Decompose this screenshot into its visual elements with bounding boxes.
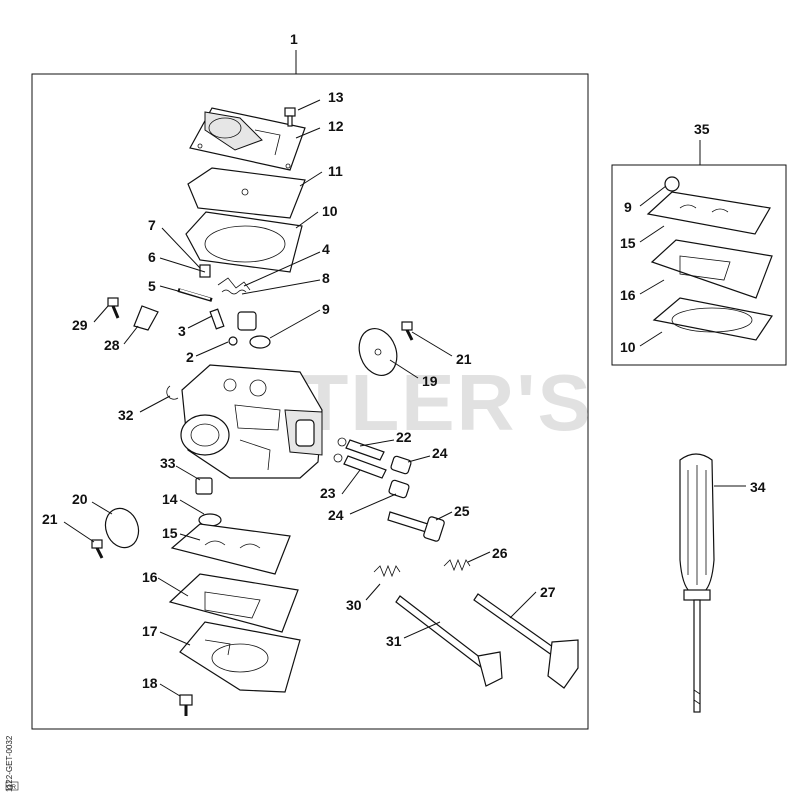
label-22: 22: [396, 429, 412, 445]
label-1: 1: [290, 31, 298, 47]
label-21-lower: 21: [42, 511, 58, 527]
part-29-28: [107, 297, 159, 331]
part-11-diaphragm: [187, 167, 306, 219]
label-20: 20: [72, 491, 88, 507]
part-26-spring: [443, 558, 471, 572]
label-10: 10: [322, 203, 338, 219]
main-assembly-frame: [31, 73, 589, 730]
label-31: 31: [386, 633, 402, 649]
kit-label-9: 9: [624, 199, 632, 215]
part-25-adjuster: [387, 511, 445, 542]
label-35: 35: [694, 121, 710, 137]
label-33: 33: [160, 455, 176, 471]
label-6: 6: [148, 249, 156, 265]
label-17: 17: [142, 623, 158, 639]
label-8: 8: [322, 270, 330, 286]
kit-items: [646, 176, 773, 341]
part-32-clip: [166, 385, 179, 400]
label-12: 12: [328, 118, 344, 134]
label-19: 19: [422, 373, 438, 389]
kit-label-15: 15: [620, 235, 636, 251]
part-17-cover: [179, 621, 301, 693]
kit-label-16: 16: [620, 287, 636, 303]
label-30: 30: [346, 597, 362, 613]
label-24-lower: 24: [328, 507, 344, 523]
label-13: 13: [328, 89, 344, 105]
label-5: 5: [148, 278, 156, 294]
label-25: 25: [454, 503, 470, 519]
part-34-screwdriver: [679, 453, 715, 713]
part-15-gasket: [170, 523, 291, 575]
part-31-shaft: [395, 595, 503, 687]
label-2: 2: [186, 349, 194, 365]
part-18-screw: [179, 694, 193, 716]
carburetor-body: [180, 364, 323, 479]
label-15: 15: [162, 525, 178, 541]
label-27: 27: [540, 584, 556, 600]
kit-frame: [611, 164, 787, 366]
small-parts: [177, 264, 271, 349]
part-33-filter: [195, 477, 213, 495]
label-28: 28: [104, 337, 120, 353]
label-26: 26: [492, 545, 508, 561]
drawing-code: 1122-GET-0032: [5, 735, 14, 792]
needles: [333, 437, 412, 499]
label-14: 14: [162, 491, 178, 507]
part-20-diaphragm: [104, 507, 140, 549]
part-21-screw-lower: [91, 539, 104, 559]
part-13-screw: [284, 107, 296, 127]
part-12-cover: [189, 107, 306, 171]
leaders: [63, 99, 746, 697]
part-10-gasket: [185, 211, 303, 273]
label-4: 4: [322, 241, 330, 257]
part-16-gasket: [168, 573, 299, 633]
corner-mark-box: [5, 781, 19, 791]
label-24-upper: 24: [432, 445, 448, 461]
label-16: 16: [142, 569, 158, 585]
part-19-21: [358, 321, 414, 376]
label-29: 29: [72, 317, 88, 333]
part-30-spring: [373, 564, 401, 578]
label-23: 23: [320, 485, 336, 501]
label-18: 18: [142, 675, 158, 691]
label-11: 11: [328, 163, 343, 179]
corner-mark: GR: [7, 785, 17, 791]
label-7: 7: [148, 217, 156, 233]
part-27-shaft: [473, 593, 579, 689]
label-34: 34: [750, 479, 766, 495]
label-32: 32: [118, 407, 134, 423]
label-9: 9: [322, 301, 330, 317]
kit-label-10: 10: [620, 339, 636, 355]
label-21-upper: 21: [456, 351, 472, 367]
label-3: 3: [178, 323, 186, 339]
